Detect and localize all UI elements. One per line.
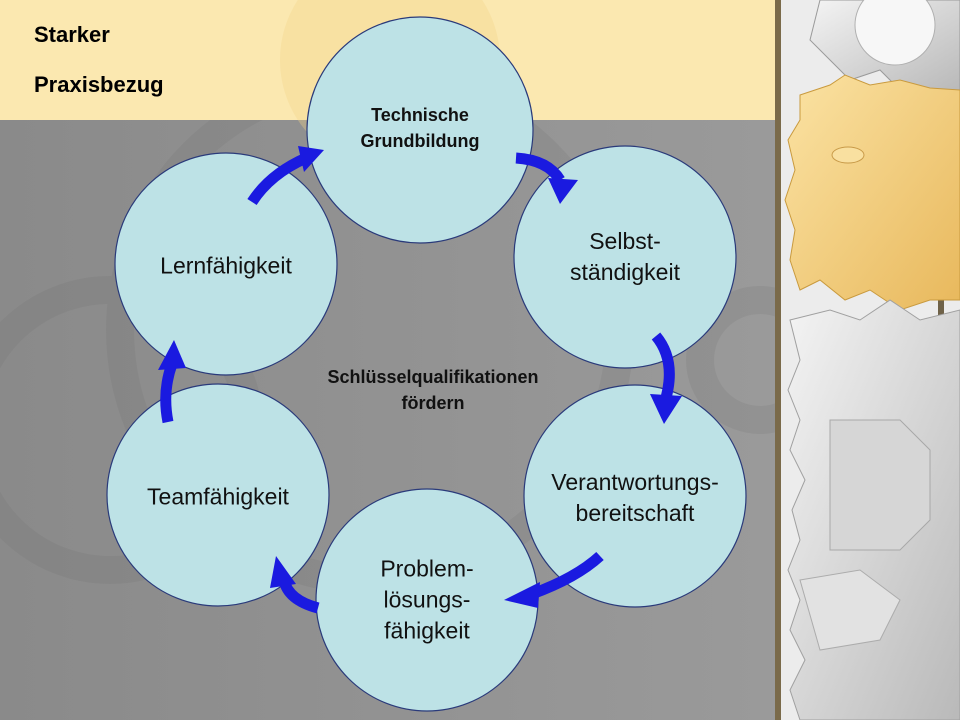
arrow-6 [247,152,309,206]
node-lernfaehigkeit-line-1: Lernfähigkeit [160,252,292,279]
center-label-line-2: fördern [401,393,465,413]
arrow-2-head [650,394,682,424]
node-selbststaendigkeit: Selbst- ständigkeit [570,226,680,288]
arrow-5-head [158,340,186,370]
arrow-4-head [270,556,296,588]
node-selbststaendigkeit-line-1: Selbst- [589,228,661,254]
arrow-5 [160,362,178,424]
circle-verantwortungsbereitschaft [523,384,747,608]
node-verantwortungsbereitschaft: Verantwortungs- bereitschaft [551,467,718,529]
node-lernfaehigkeit: Lernfähigkeit [160,251,292,282]
node-problemloesungsfaehigkeit-line-2: lösungs- [383,586,471,613]
node-verantwortungsbereitschaft-line-2: bereitschaft [575,500,695,526]
node-selbststaendigkeit-line-2: ständigkeit [570,259,680,285]
node-problemloesungsfaehigkeit-line-3: fähigkeit [384,617,470,644]
title-line-1: Starker [34,22,110,47]
circle-teamfaehigkeit [106,383,330,607]
arrow-3-head [504,582,540,608]
node-technische-grundbildung-line-2: Grundbildung [360,131,480,151]
arrow-1-head [548,178,578,204]
node-problemloesungsfaehigkeit: Problem- lösungs- fähigkeit [380,554,473,647]
node-technische-grundbildung-line-1: Technische [371,105,469,125]
gear-strip [775,0,960,720]
circle-technische-grundbildung [306,16,534,244]
center-label: Schlüsselqualifikationen fördern [327,364,538,416]
node-teamfaehigkeit: Teamfähigkeit [147,482,289,513]
circle-group [106,16,747,712]
circle-lernfaehigkeit [114,152,338,376]
center-label-line-1: Schlüsselqualifikationen [327,367,539,387]
node-technische-grundbildung: Technische Grundbildung [361,102,480,154]
title-line-2: Praxisbezug [34,72,164,97]
node-teamfaehigkeit-line-1: Teamfähigkeit [147,483,289,510]
arrow-1 [515,152,565,184]
node-verantwortungsbereitschaft-line-1: Verantwortungs- [551,469,719,495]
arrow-2 [651,332,675,400]
circle-selbststaendigkeit [513,145,737,369]
arrow-3 [530,551,604,600]
node-problemloesungsfaehigkeit-line-1: Problem- [380,555,474,582]
arrow-heads [158,146,682,608]
arrow-6-head [298,146,324,172]
